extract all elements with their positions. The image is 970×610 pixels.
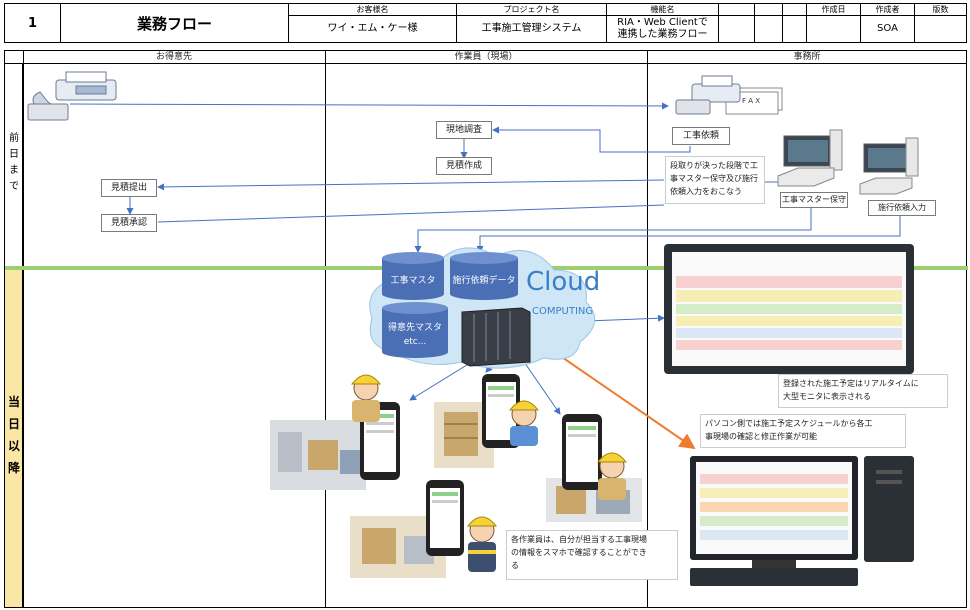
note-office-process-line3: 依頼入力をおこなう <box>670 187 742 196</box>
project-value: 工事施工管理システム <box>481 23 582 34</box>
box-request-input: 施行依頼入力 <box>868 200 936 216</box>
blank-cell-3 <box>783 4 807 42</box>
customer-value: ワイ・エム・ケー様 <box>327 23 418 34</box>
author-label: 作成者 <box>861 4 914 16</box>
customer-fax-icon <box>27 71 117 121</box>
note-pc-check-line1: パソコン側では施工予定スケジュールから各工 <box>705 419 873 428</box>
author-value: SOA <box>877 23 898 34</box>
customer-label: お客様名 <box>289 4 456 16</box>
project-label: プロジェクト名 <box>457 4 606 16</box>
created-date-cell: 作成日 <box>807 4 861 42</box>
note-office-process-line1: 段取りが決った段階で工 <box>670 161 758 170</box>
db2-label: 施行依頼データ <box>452 274 515 286</box>
note-big-monitor-line2: 大型モニタに表示される <box>783 392 871 401</box>
construction-site-1 <box>270 420 366 490</box>
lane-office-header: 事務所 <box>647 51 967 64</box>
phase-after-char-3: 以 <box>7 439 20 453</box>
box-survey: 現地調査 <box>436 121 492 139</box>
db3-label-1: 得意先マスタ <box>388 321 442 333</box>
note-pc-check: パソコン側では施工予定スケジュールから各工 事現場の確認と修正作業が可能 <box>700 414 906 448</box>
project-cell: プロジェクト名 工事施工管理システム <box>457 4 607 42</box>
note-office-process: 段取りが決った段階で工 事マスター保守及び施行 依頼入力をおこなう <box>665 156 765 204</box>
smartphone-3-icon <box>562 414 602 490</box>
note-big-monitor: 登録された施工予定はリアルタイムに 大型モニタに表示される <box>778 374 948 408</box>
version-cell: 版数 <box>915 4 966 42</box>
phase-after: 当 日 以 降 <box>5 268 23 607</box>
document-header: 1 業務フロー お客様名 ワイ・エム・ケー様 プロジェクト名 工事施工管理システ… <box>4 3 967 43</box>
cloud-sub: COMPUTING <box>532 306 593 317</box>
function-label: 機能名 <box>607 4 718 16</box>
created-date-label: 作成日 <box>807 4 860 16</box>
cloud-word: Cloud <box>526 267 600 297</box>
lane-worker-header: 作業員（現場） <box>325 51 647 64</box>
doc-number: 1 <box>5 4 61 42</box>
function-cell: 機能名 RIA・Web Clientで 連携した業務フロー <box>607 4 719 42</box>
note-worker-phone-line1: 各作業員は、自分が担当する工事現場 <box>511 535 647 544</box>
phase-before-char-1: 前 <box>9 133 19 144</box>
worker-1-icon <box>350 374 382 422</box>
office-pc-1-icon <box>777 129 843 187</box>
large-monitor-icon <box>664 244 914 374</box>
lane-customer-header: お得意先 <box>23 51 325 64</box>
db-cylinder-3 <box>382 302 448 358</box>
blank-cell-2 <box>755 4 783 42</box>
phase-before: 前 日 ま で <box>5 64 23 268</box>
version-label: 版数 <box>915 4 966 16</box>
doc-title: 業務フロー <box>61 4 289 42</box>
db1-label: 工事マスタ <box>390 274 435 286</box>
worker-4-icon <box>466 516 498 572</box>
db-cylinder-2 <box>450 252 518 300</box>
desktop-pc-icon <box>690 456 914 586</box>
note-worker-phone-line3: る <box>511 561 519 570</box>
author-cell: 作成者 SOA <box>861 4 915 42</box>
note-worker-phone-line2: の情報をスマホで確認することができ <box>511 548 647 557</box>
worker-2-icon <box>508 400 540 446</box>
worker-3-icon <box>596 452 628 500</box>
note-pc-check-line2: 事現場の確認と修正作業が可能 <box>705 432 817 441</box>
phase-before-char-2: 日 <box>9 149 19 160</box>
note-big-monitor-line1: 登録された施工予定はリアルタイムに <box>783 379 919 388</box>
smartphone-4-icon <box>426 480 464 556</box>
phase-after-char-1: 当 <box>7 395 20 409</box>
function-line2: 連携した業務フロー <box>617 29 708 40</box>
server-rack-icon <box>461 307 531 367</box>
phase-after-char-4: 降 <box>7 461 20 475</box>
customer-cell: お客様名 ワイ・エム・ケー様 <box>289 4 457 42</box>
note-office-process-line2: 事マスター保守及び施行 <box>670 174 758 183</box>
note-worker-phone: 各作業員は、自分が担当する工事現場 の情報をスマホで確認することができ る <box>506 530 678 580</box>
box-approve: 見積承認 <box>101 214 157 232</box>
office-pc-2-icon <box>859 137 919 195</box>
function-value: RIA・Web Clientで 連携した業務フロー <box>607 16 718 42</box>
box-submit: 見積提出 <box>101 179 157 197</box>
box-order: 工事依頼 <box>672 127 730 145</box>
construction-site-2 <box>434 402 494 468</box>
construction-site-4 <box>350 516 446 578</box>
phase-after-char-2: 日 <box>7 417 20 431</box>
db-cylinder-1 <box>382 252 444 300</box>
office-fax-icon <box>675 75 783 115</box>
box-estimate: 見積作成 <box>436 157 492 175</box>
fax-label: F A X <box>742 97 760 105</box>
phase-before-char-3: ま <box>9 165 19 176</box>
phase-before-char-4: で <box>9 181 19 192</box>
blank-cell-1 <box>719 4 755 42</box>
function-line1: RIA・Web Clientで <box>617 17 708 28</box>
box-master-maint: 工事マスター保守 <box>780 192 848 208</box>
db3-label-2: etc... <box>404 337 427 347</box>
